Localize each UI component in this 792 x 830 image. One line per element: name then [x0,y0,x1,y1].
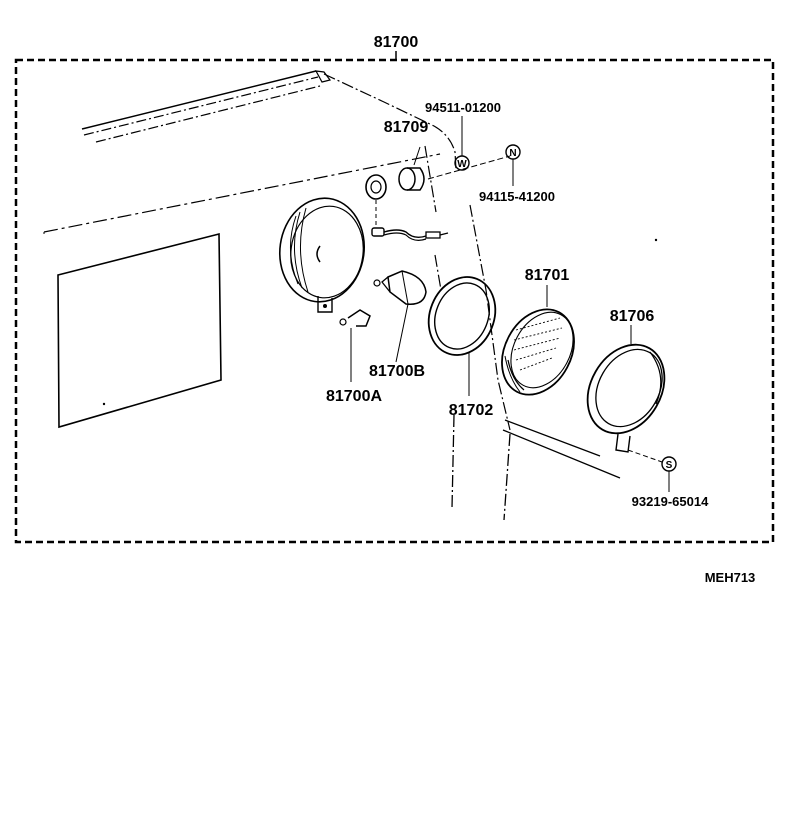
lamp-wiring [371,227,449,241]
grommet [365,174,387,228]
lens-81701 [501,285,575,396]
screw-symbol: S [661,456,677,492]
assembly-frame [14,51,775,544]
part-label-81706: 81706 [610,308,655,325]
part-label-81700b: 81700B [369,363,425,380]
part-label-81702: 81702 [449,402,494,419]
part-label-94115-41200: 94115-41200 [479,189,555,204]
bezel-81706 [586,325,666,463]
washer-symbol: W [454,116,470,171]
lamp-housing [278,197,366,313]
socket-spacer-81709 [398,146,511,191]
assembly-number-label: 81700 [374,34,419,51]
washer-symbol-letter: W [457,159,467,170]
part-label-93219-65014: 93219-65014 [632,494,709,509]
vehicle-body-outline [43,70,658,521]
screw-symbol-letter: S [666,460,673,471]
clip-81700a [339,309,371,382]
bulb-81700b [373,270,427,363]
part-label-81709: 81709 [384,119,429,136]
diagram-code: MEH713 [705,570,756,585]
gasket-81702 [427,276,497,396]
part-label-81700a: 81700A [326,388,382,405]
part-label-94511-01200: 94511-01200 [425,100,501,115]
part-label-81701: 81701 [525,267,570,284]
nut-symbol-letter: N [509,148,516,159]
nut-symbol: N [505,144,521,186]
